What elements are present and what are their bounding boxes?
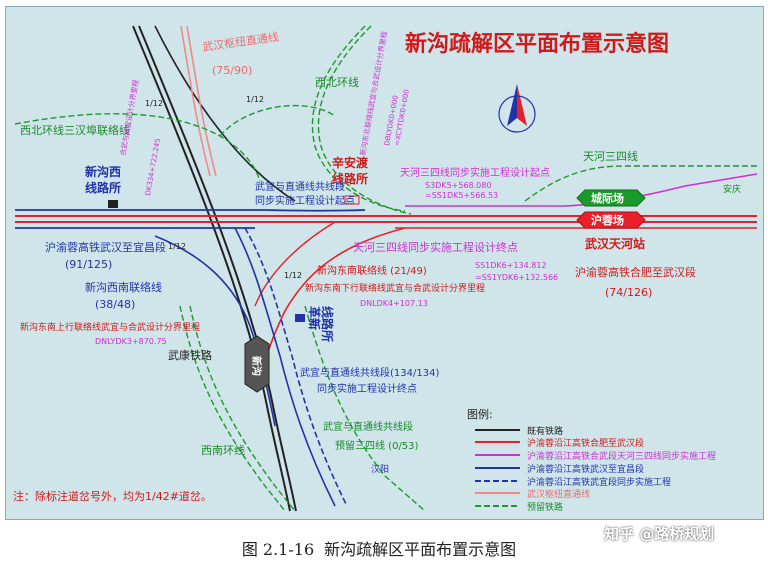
green-south-track: [304, 305, 426, 512]
legend-item-6: 预留铁路: [527, 501, 563, 513]
label-xibei-ring: 西北环线: [315, 75, 359, 89]
label-hubei-rail: 武康铁路: [168, 348, 212, 362]
legend-item-3: 沪渝蓉沿江高铁武汉至宜昌段: [527, 463, 644, 475]
label-gexin-1: 革新: [307, 306, 322, 330]
label-xibei-sanhan: 西北环线三汉埠联络线: [20, 123, 130, 137]
existing-railway-branch: [154, 25, 296, 202]
label-hyr-hefei-wuhan-ratio: (74/126): [605, 286, 652, 299]
xibei-ring-track: [311, 25, 406, 212]
label-xingou-dongnan-shang: 新沟东南上行联络线武宜与合武设计分界里程: [20, 321, 200, 333]
label-xingou-xi-1: 新沟西: [85, 164, 121, 179]
chengji-station-shape: [576, 189, 646, 207]
label-wuhan-tianhe: 武汉天河站: [585, 236, 645, 251]
gexin-box: [295, 314, 305, 322]
blue-south-track: [234, 227, 336, 507]
label-wuyi-end-1: 武宜与直通线共线段(134/134): [300, 366, 439, 379]
label-hurong: 沪蓉场: [591, 213, 624, 227]
label-hyr-wuhan-yichang: 沪渝蓉高铁武汉至宜昌段: [45, 240, 166, 254]
red-connector-track-2: [254, 221, 336, 307]
legend-item-1: 沪渝蓉沿江高铁合肥至武汉段: [527, 437, 644, 449]
label-xingou: 新沟: [250, 356, 263, 376]
label-tianhe-end: 天河三四线同步实施工程设计终点: [353, 240, 518, 254]
xibei-loop-track: [219, 104, 336, 137]
label-wuhan-bypass: 武汉枢纽直通线: [201, 29, 279, 54]
diagram-frame: [5, 6, 764, 520]
hyr-wuhan-yichang-track: [15, 209, 366, 212]
hurong-station-shape: [576, 211, 646, 229]
caption-text: 新沟疏解区平面布置示意图: [324, 540, 517, 559]
xinanadu-box: [344, 195, 360, 205]
label-xingou-dongnan: 新沟东南联络线 (21/49): [317, 264, 427, 277]
label-xingou-xinan-ratio: (38/48): [95, 298, 135, 311]
legend-item-5: 武汉枢纽直通线: [527, 488, 590, 500]
label-wuyi-start-2: 同步实施工程设计起点: [255, 194, 355, 207]
label-anqing: 安庆: [723, 183, 741, 195]
north-arrow-icon: [498, 84, 536, 133]
wuhan-bypass-track: [180, 25, 211, 177]
label-xinanadu-1: 辛安渡: [332, 155, 369, 170]
blue-south-track-2: [244, 227, 348, 507]
tianhe-sansi-green: [524, 165, 757, 202]
label-xinan-ring: 西南环线: [201, 443, 245, 457]
label-xingou-xinan: 新沟西南联络线: [85, 280, 162, 294]
legend-item-0: 既有铁路: [527, 425, 563, 437]
label-chengji: 城际场: [591, 191, 624, 205]
track-diagram: 新沟疏解区平面布置示意图 武汉枢纽直通线 (75/90) 西北环线 西北环线三汉…: [13, 25, 758, 513]
label-gexin-2: 线路所: [320, 306, 335, 342]
label-tianhe-start-k2: =SS1DK5+566.53: [425, 191, 498, 200]
figure-caption: 图 2.1-16 新沟疏解区平面布置示意图: [0, 536, 768, 560]
label-tianhe-sansi: 天河三四线: [583, 149, 638, 163]
label-ratio-112-b: 1/12: [246, 95, 264, 104]
label-ratio-112-d: 1/12: [284, 271, 302, 280]
legend-item-4: 沪渝蓉沿江高铁武宜段同步实施工程: [527, 476, 671, 488]
label-tianhe-end-k2: =SS1YDK6+132.566: [475, 273, 558, 282]
label-ratio-112-a: 1/12: [145, 99, 163, 108]
xingou-xi-box: [108, 200, 118, 208]
label-xingou-dongnan-xia-k: DNLDK4+107.13: [360, 299, 428, 308]
label-side-k1: 合武与武宜设计分界里程: [118, 79, 140, 156]
label-hanyang: 汉阳: [371, 464, 389, 475]
label-wuyi-start-1: 武宜与直通线共线段: [255, 180, 345, 193]
label-tianhe-start: 天河三四线同步实施工程设计起点: [400, 166, 550, 179]
wuhan-bypass-track-2: [186, 25, 217, 177]
label-hyr-hefei-wuhan: 沪渝蓉高铁合肥至武汉段: [575, 265, 696, 279]
xinan-ring-track: [179, 305, 286, 512]
legend-title: 图例:: [467, 407, 493, 421]
xingou-xinan-track: [154, 235, 276, 427]
legend-item-2: 沪渝蓉沿江高铁合武段天河三四线同步实施工程: [527, 450, 716, 462]
label-wuyi-reserved-1: 武宜与直通线共线段: [323, 420, 413, 433]
label-xinanadu-2: 线路所: [332, 171, 368, 186]
label-note: 注：除标注道岔号外，均为1/42#道岔。: [13, 489, 212, 503]
xingou-station-shape: [244, 335, 270, 393]
diagram-title: 新沟疏解区平面布置示意图: [405, 31, 669, 57]
label-tianhe-start-k1: S3DK5+568.080: [425, 181, 491, 190]
xibei-sanhan-track: [14, 113, 261, 182]
legend-swatches: [475, 429, 520, 507]
label-side-k2: DK334+722.245: [144, 138, 162, 197]
label-ratio-112-c: 1/12: [168, 242, 186, 251]
label-xingou-xi-2: 线路所: [85, 180, 121, 195]
label-wuyi-end-2: 同步实施工程设计终点: [317, 382, 417, 395]
label-tianhe-end-k1: SS1DK6+134.812: [475, 261, 547, 270]
watermark-text: 知乎 @路桥规划: [604, 525, 715, 543]
caption-number: 图 2.1-16: [241, 540, 315, 559]
xibei-ring-track-2: [317, 25, 412, 215]
label-xingou-dongnan-shang-k: DNLYDK3+870.75: [95, 337, 167, 346]
label-wuhan-bypass-ratio: (75/90): [212, 64, 252, 77]
label-xingou-dongnan-xia: 新沟东南下行联络线武宜与合武设计分界里程: [305, 282, 485, 294]
xinan-ring-track-2: [189, 305, 296, 512]
label-hyr-wuhan-yichang-ratio: (91/125): [65, 258, 112, 271]
label-wuyi-reserved-2: 预留三四线 (0/53): [335, 439, 419, 452]
